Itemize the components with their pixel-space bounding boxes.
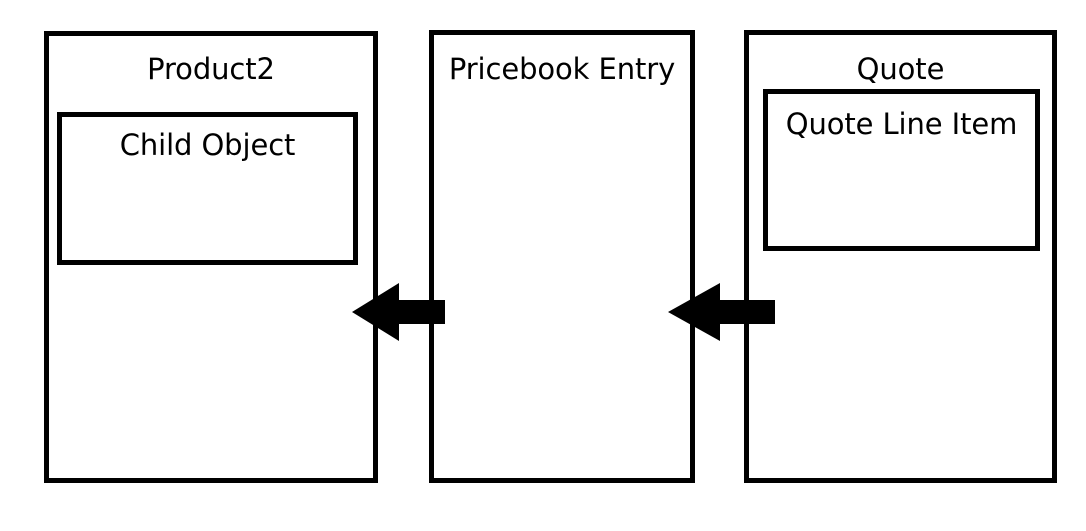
arrow-quote-to-pricebook-icon [668,283,775,341]
child-title-quote-line-item: Quote Line Item [785,107,1018,141]
child-box-quote-line-item[interactable]: Quote Line Item [763,89,1040,251]
child-title-child-object: Child Object [119,128,296,162]
entity-title-pricebook-entry: Pricebook Entry [448,52,676,86]
child-box-child-object[interactable]: Child Object [57,112,358,265]
arrow-pricebook-to-product2-icon [352,283,445,341]
entity-title-product2: Product2 [147,52,275,86]
entity-box-pricebook-entry[interactable]: Pricebook Entry [429,30,695,483]
entity-title-quote: Quote [856,52,945,86]
